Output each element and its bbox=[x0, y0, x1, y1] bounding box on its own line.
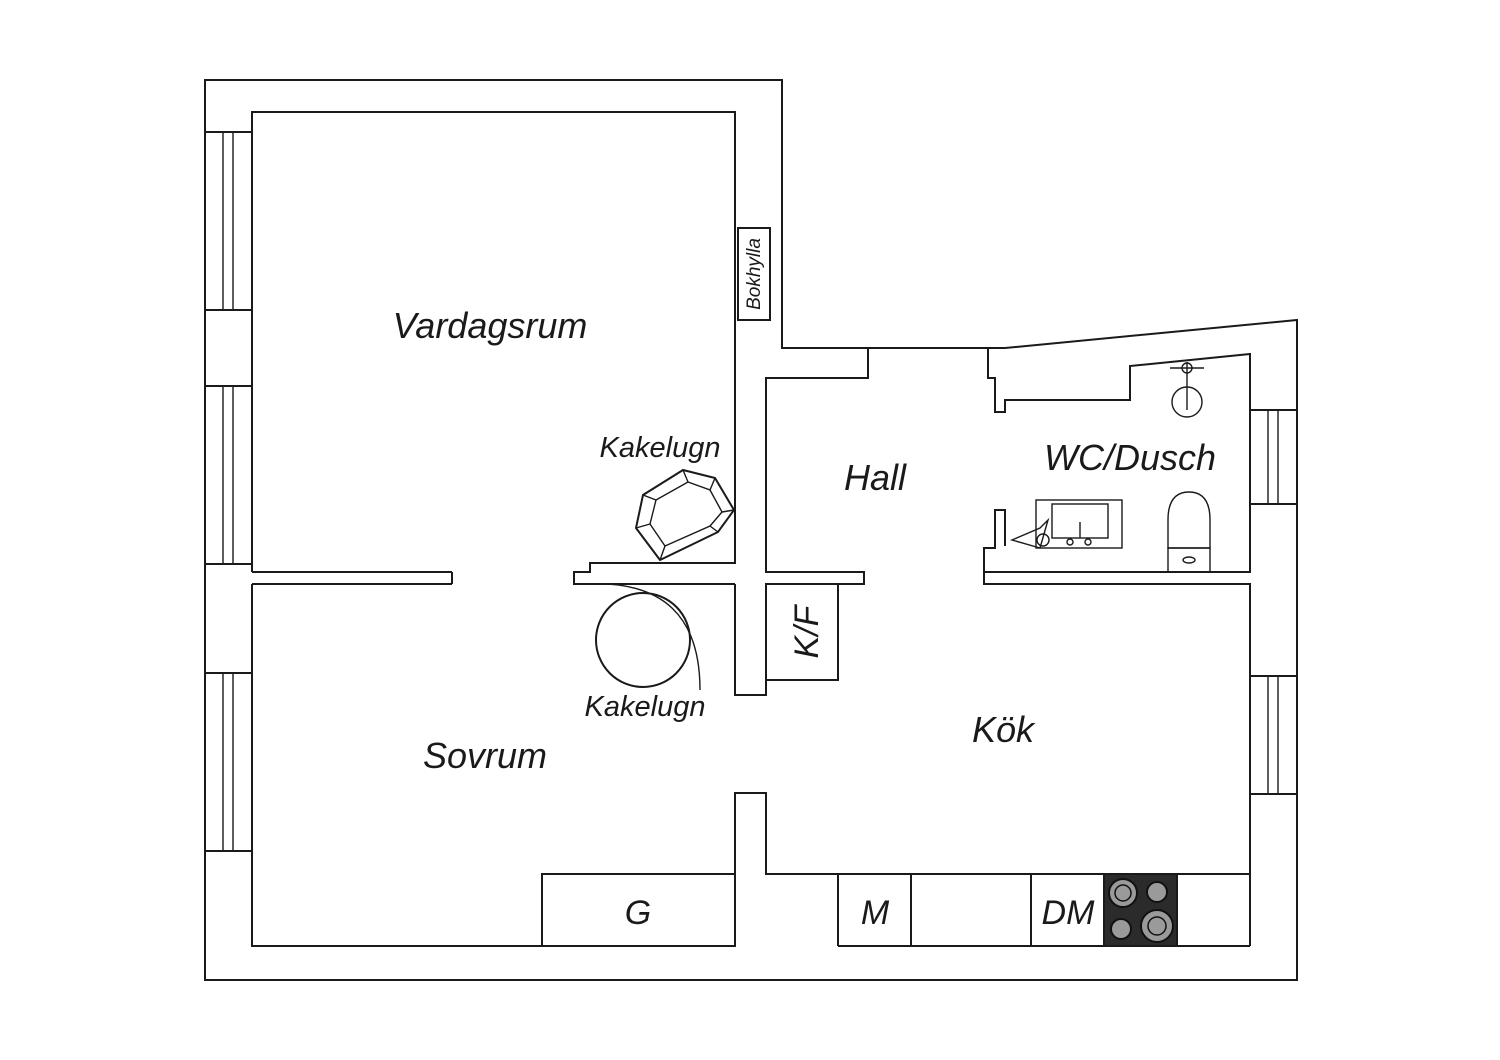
vardagsrum-wall bbox=[251, 111, 736, 585]
outer-wall bbox=[204, 79, 1298, 981]
stove-icon bbox=[1103, 873, 1178, 947]
wardrobe bbox=[541, 873, 736, 947]
microwave-label: M bbox=[861, 894, 890, 932]
room-label-vardagsrum: Vardagsrum bbox=[393, 305, 588, 346]
wardrobe-label: G bbox=[625, 894, 651, 932]
kakelugn-octagon bbox=[634, 468, 736, 562]
bokhylla-label: Bokhylla bbox=[744, 238, 765, 310]
shower-icon bbox=[1170, 362, 1204, 418]
wc-wall bbox=[983, 348, 1251, 946]
fridge-freezer bbox=[765, 583, 839, 681]
room-label-hall: Hall bbox=[844, 457, 907, 498]
sink-icon bbox=[1009, 499, 1123, 549]
hall-wall bbox=[765, 348, 869, 585]
kf-label: K/F bbox=[788, 603, 826, 658]
window-right-2 bbox=[1249, 675, 1298, 795]
room-label-wc: WC/Dusch bbox=[1044, 437, 1216, 478]
window-right-1 bbox=[1249, 409, 1298, 505]
toilet-icon bbox=[1167, 491, 1211, 573]
bookshelf bbox=[737, 227, 771, 321]
window-left-2 bbox=[204, 385, 253, 565]
dishwasher-label: DM bbox=[1042, 894, 1096, 932]
kakelugn-top-label: Kakelugn bbox=[600, 432, 721, 464]
sovrum-wall bbox=[251, 584, 838, 947]
kakelugn-bottom-label: Kakelugn bbox=[585, 691, 706, 723]
kakelugn-round bbox=[589, 583, 701, 691]
window-left-1 bbox=[204, 131, 253, 311]
room-label-sovrum: Sovrum bbox=[423, 735, 547, 776]
room-label-kok: Kök bbox=[972, 709, 1036, 750]
window-left-3 bbox=[204, 672, 253, 852]
